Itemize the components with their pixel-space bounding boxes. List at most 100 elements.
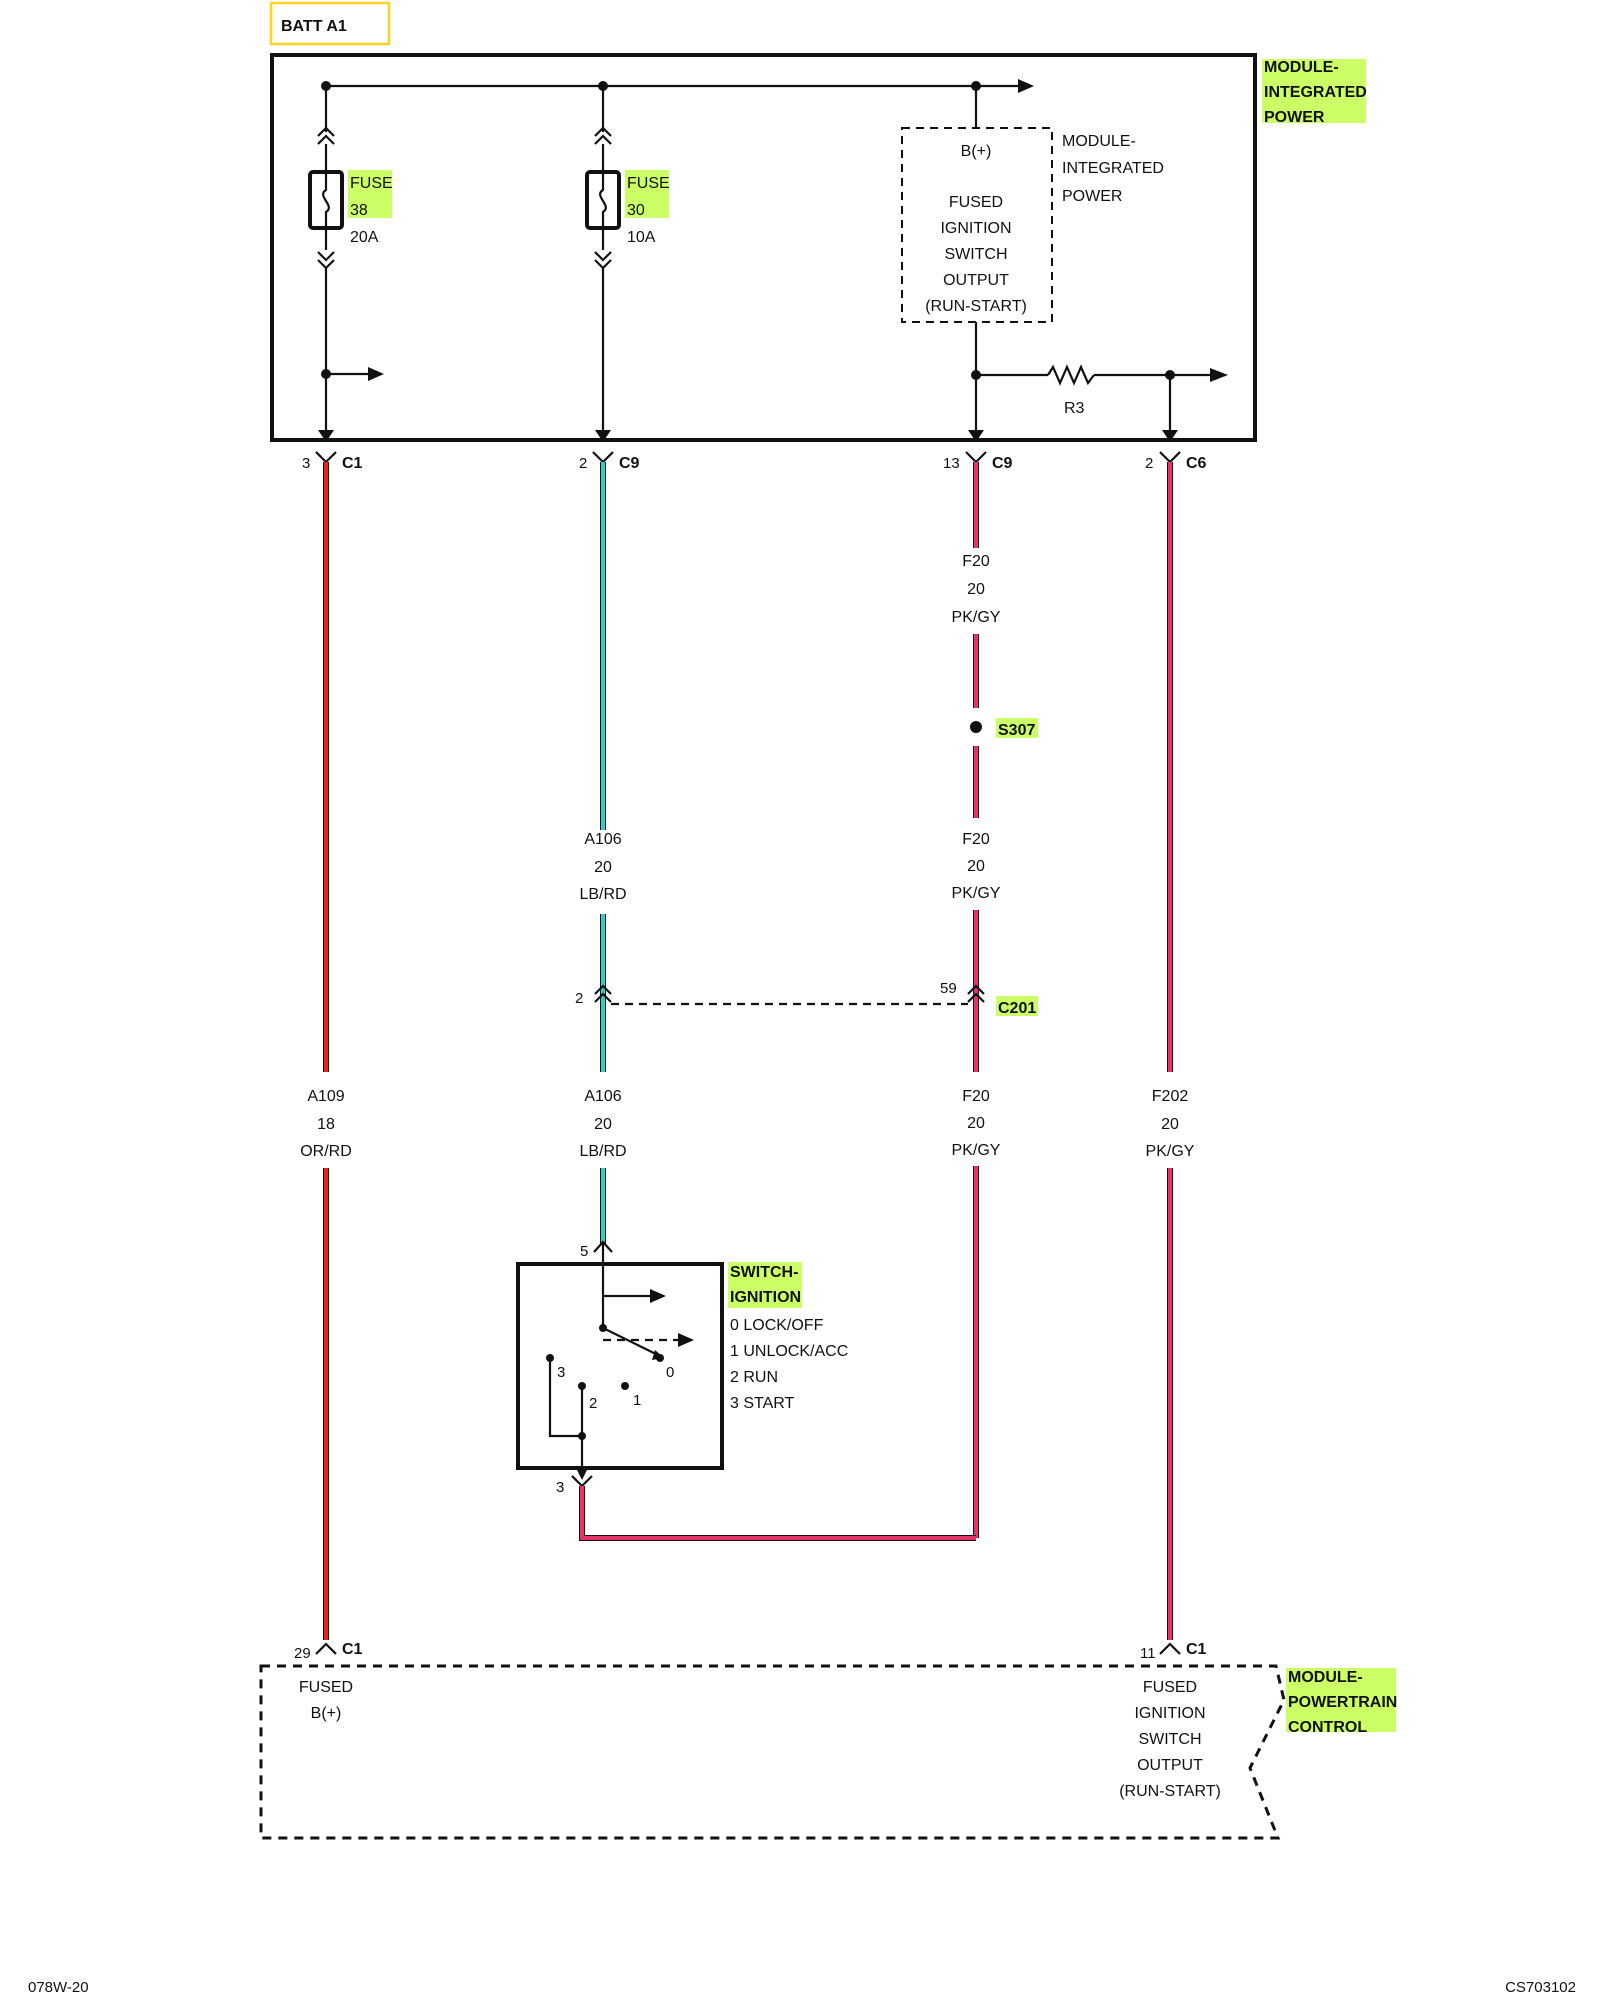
fuse-30-number: 30 <box>627 202 645 219</box>
fuse-38-branch-arrow <box>368 367 384 381</box>
fuse-30-element <box>599 164 607 238</box>
pcm-c1-right-connector <box>1159 1642 1181 1655</box>
f20-id-2: F20 <box>962 831 990 848</box>
pcm-right-text-4: OUTPUT <box>1137 1757 1203 1774</box>
a106-gauge-upper: 20 <box>594 859 612 876</box>
r3-output-arrow <box>1210 368 1228 382</box>
fuse-38-column <box>317 86 370 440</box>
bus-node-3 <box>971 81 981 91</box>
ipm-module-box <box>270 53 1257 442</box>
f20-id-3: F20 <box>962 1088 990 1105</box>
pcm-c1-left-connector <box>315 1642 337 1655</box>
pcm-right-conn: C1 <box>1186 1641 1207 1658</box>
output-dashed-box <box>901 127 1053 323</box>
f20-color-3: PK/GY <box>952 1142 1001 1159</box>
switch-name-line1: SWITCH- <box>730 1264 798 1281</box>
a106-color-upper: LB/RD <box>579 886 626 903</box>
ipm-inner-line1: MODULE- <box>1062 133 1136 150</box>
bus-arrow <box>1018 79 1034 93</box>
c9-name-a: C9 <box>619 455 640 472</box>
switch-position-0: 0 LOCK/OFF <box>730 1317 824 1334</box>
c9-name-b: C9 <box>992 455 1013 472</box>
ipm-inner-line3: POWER <box>1062 188 1122 205</box>
pcm-right-text-2: IGNITION <box>1134 1705 1205 1722</box>
output-box-line6: (RUN-START) <box>925 298 1027 315</box>
pcm-name-line1: MODULE- <box>1288 1669 1363 1686</box>
ipm-name-highlight <box>1262 59 1366 123</box>
pcm-right-text-3: SWITCH <box>1138 1731 1201 1748</box>
contact-0-label: 0 <box>666 1364 674 1381</box>
f20-gauge-3: 20 <box>967 1115 985 1132</box>
c201-label: C201 <box>998 1000 1036 1017</box>
ipm-name-line3: POWER <box>1264 109 1325 126</box>
fuse-38-name: FUSE <box>350 175 393 192</box>
top-connectors <box>315 451 1181 464</box>
contact-2-label: 2 <box>589 1395 597 1412</box>
ipm-name-line2: INTEGRATED <box>1264 84 1367 101</box>
pcm-left-conn: C1 <box>342 1641 363 1658</box>
switch-position-2: 2 RUN <box>730 1369 778 1386</box>
f20-gauge-1: 20 <box>967 581 985 598</box>
fuse-38-element <box>322 164 330 238</box>
switch-position-1: 1 UNLOCK/ACC <box>730 1343 848 1360</box>
f20-id-1: F20 <box>962 553 990 570</box>
contact-3-label: 3 <box>557 1364 565 1381</box>
f202-gauge: 20 <box>1161 1116 1179 1133</box>
switch-name-line2: IGNITION <box>730 1289 801 1306</box>
pcm-name-line2: POWERTRAIN <box>1288 1694 1397 1711</box>
a109-color: OR/RD <box>300 1143 352 1160</box>
c9-pin-b: 13 <box>943 455 960 472</box>
output-box-line1: B(+) <box>961 143 992 160</box>
output-box-line4: SWITCH <box>944 246 1007 263</box>
a106-gauge-lower: 20 <box>594 1116 612 1133</box>
c1-name: C1 <box>342 455 363 472</box>
footer-right-code: CS703102 <box>1505 1979 1576 1996</box>
fuse-30-rating: 10A <box>627 229 656 246</box>
footer-left-code: 078W-20 <box>28 1979 89 1996</box>
c6-name: C6 <box>1186 455 1207 472</box>
c1-pin: 3 <box>302 455 310 472</box>
fuse-30-name: FUSE <box>627 175 670 192</box>
pcm-left-text-2: B(+) <box>311 1705 342 1722</box>
a106-id-upper: A106 <box>584 831 621 848</box>
switch-pin-5-connector <box>593 1240 613 1253</box>
switch-pin-top: 5 <box>580 1243 588 1260</box>
output-circuit <box>974 322 1212 440</box>
fuse-38-rating: 20A <box>350 229 379 246</box>
switch-position-3: 3 START <box>730 1395 795 1412</box>
output-box-line3: IGNITION <box>940 220 1011 237</box>
ignition-switch-box <box>516 1262 724 1470</box>
switch-output-wire <box>579 1486 976 1541</box>
f202-id: F202 <box>1152 1088 1189 1105</box>
splice-s307 <box>970 721 982 733</box>
c201-pin-left: 2 <box>575 990 583 1007</box>
a106-id-lower: A106 <box>584 1088 621 1105</box>
splice-s307-label: S307 <box>998 722 1035 739</box>
output-box-line2: FUSED <box>949 194 1003 211</box>
battery-label: BATT A1 <box>281 18 347 35</box>
pcm-right-pin: 11 <box>1140 1645 1156 1662</box>
pcm-left-pin: 29 <box>294 1645 311 1662</box>
pcm-module-box <box>259 1664 1286 1840</box>
pcm-left-text-1: FUSED <box>299 1679 353 1696</box>
resistor-r3-label: R3 <box>1064 400 1085 417</box>
c201-connector <box>594 984 985 1006</box>
c6-pin: 2 <box>1145 455 1153 472</box>
ignition-switch-internals <box>548 1244 682 1472</box>
c9-pin-a: 2 <box>579 455 587 472</box>
a109-id: A109 <box>307 1088 344 1105</box>
fuse-30-column <box>594 86 612 440</box>
pcm-right-text-5: (RUN-START) <box>1119 1783 1221 1800</box>
f20-color-1: PK/GY <box>952 609 1001 626</box>
ipm-name-line1: MODULE- <box>1264 59 1339 76</box>
battery-box <box>269 1 391 46</box>
switch-pin-bottom: 3 <box>556 1479 564 1496</box>
fuse-38-number: 38 <box>350 202 368 219</box>
contact-1-label: 1 <box>633 1392 641 1409</box>
ipm-inner-line2: INTEGRATED <box>1062 160 1164 177</box>
c201-pin-right: 59 <box>940 980 957 997</box>
f20-color-2: PK/GY <box>952 885 1001 902</box>
output-box-line5: OUTPUT <box>943 272 1009 289</box>
a106-color-lower: LB/RD <box>579 1143 626 1160</box>
